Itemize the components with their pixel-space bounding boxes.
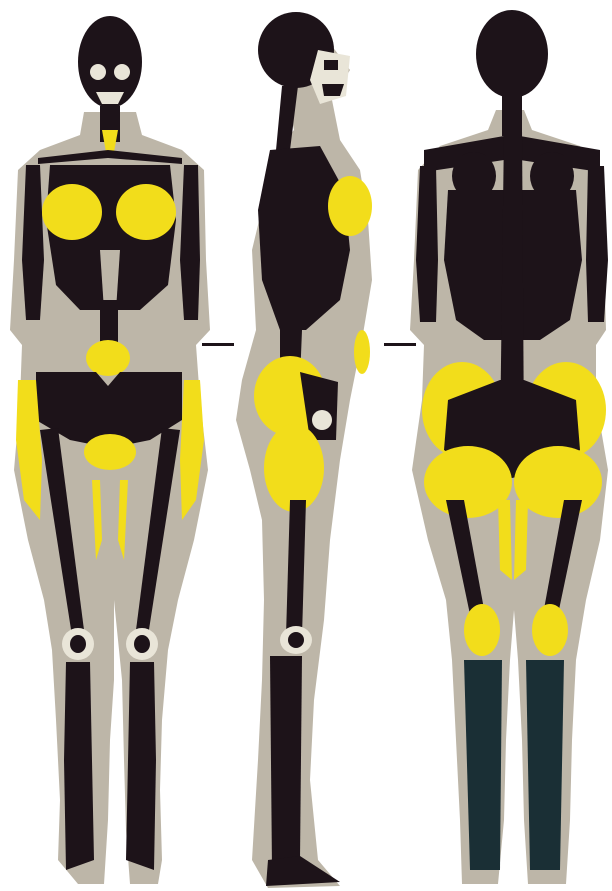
- back-right-knee-fat: [532, 604, 568, 656]
- back-right-arm-bone: [586, 166, 608, 322]
- back-right-lower-leg: [526, 660, 564, 870]
- side-breast-fat: [328, 176, 372, 236]
- back-left-knee-fat: [464, 604, 500, 656]
- back-skull: [476, 10, 548, 98]
- front-abdominal-fat: [86, 340, 130, 376]
- front-side-separator-mark: [202, 343, 234, 346]
- side-foot: [266, 856, 340, 886]
- side-thigh-fat: [264, 424, 324, 512]
- side-tibia: [270, 656, 302, 870]
- front-left-tibia: [64, 662, 94, 870]
- side-back-separator-mark: [384, 343, 416, 346]
- back-left-lower-leg: [464, 660, 502, 870]
- side-view-figure: [236, 12, 372, 888]
- back-left-arm-bone: [416, 166, 438, 322]
- back-view-figure: [410, 10, 608, 884]
- front-left-arm-bone: [22, 165, 44, 320]
- front-right-tibia: [126, 662, 156, 870]
- front-left-breast-fat: [42, 184, 102, 240]
- front-view-figure: [10, 16, 210, 884]
- front-right-breast-fat: [116, 184, 176, 240]
